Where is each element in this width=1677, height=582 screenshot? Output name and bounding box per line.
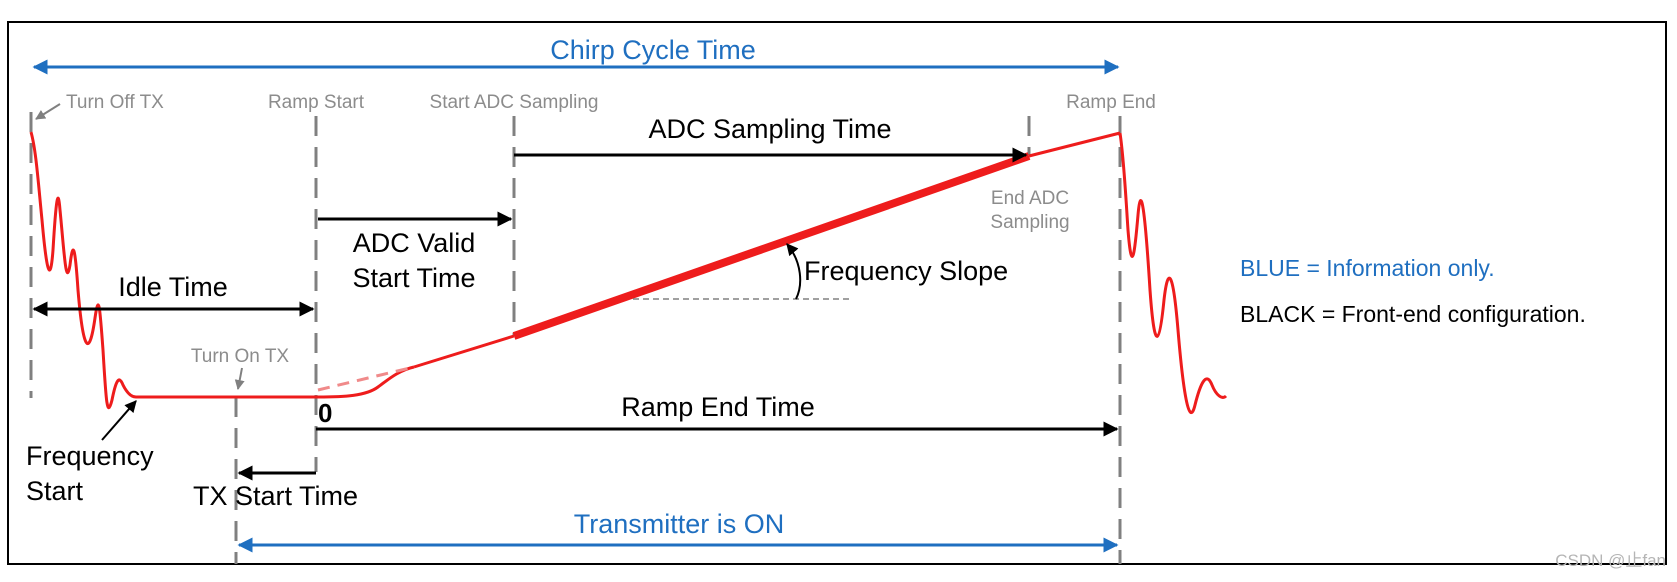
idle-time-label: Idle Time: [118, 272, 228, 302]
ramp-end-label: Ramp End: [1066, 92, 1156, 113]
legend-black: BLACK = Front-end configuration.: [1240, 301, 1586, 327]
ramp-pre-sampling: [413, 334, 515, 369]
ramp-end-ringing: [1118, 132, 1228, 414]
turn-off-tx-pointer: [35, 103, 61, 120]
ramp-post-sampling: [1028, 131, 1121, 158]
turn-on-tx-pointer: [234, 367, 245, 390]
end-adc-sampling-label-line1: End ADC: [991, 188, 1069, 209]
tx-start-time-label: TX Start Time: [193, 481, 358, 511]
frequency-slope-label: Frequency Slope: [804, 256, 1008, 286]
diagram-frame: [7, 21, 1667, 565]
end-adc-sampling-label-line2: Sampling: [990, 212, 1069, 233]
idle-ringing-and-settling: [29, 131, 415, 409]
chirp-cycle-time-label: Chirp Cycle Time: [550, 35, 756, 65]
adc-valid-label-line1: ADC Valid: [353, 228, 476, 258]
ramp-end-time-label: Ramp End Time: [621, 392, 815, 422]
legend-blue: BLUE = Information only.: [1240, 255, 1495, 281]
legend: BLUE = Information only. BLACK = Front-e…: [1240, 255, 1586, 327]
adc-valid-label-line2: Start Time: [352, 263, 475, 293]
frequency-start-pointer: [101, 400, 137, 441]
transmitter-is-on-label: Transmitter is ON: [574, 509, 785, 539]
ramp-start-label: Ramp Start: [268, 92, 365, 113]
watermark: CSDN @止fan: [1555, 551, 1666, 570]
chirp-signal: [29, 131, 1228, 414]
ramp-start-zero-label: 0: [318, 398, 332, 428]
start-adc-sampling-label: Start ADC Sampling: [430, 92, 599, 113]
ideal-ramp-extrapolation: [317, 365, 415, 392]
slope-angle-arc: [786, 243, 802, 300]
frequency-start-label-line1: Frequency: [26, 441, 154, 471]
adc-sampling-time-label: ADC Sampling Time: [648, 114, 891, 144]
turn-on-tx-label: Turn On TX: [191, 346, 290, 367]
frequency-start-label-line2: Start: [26, 476, 84, 506]
ramp-sampling-segment: [512, 152, 1031, 340]
turn-off-tx-label: Turn Off TX: [66, 92, 164, 113]
